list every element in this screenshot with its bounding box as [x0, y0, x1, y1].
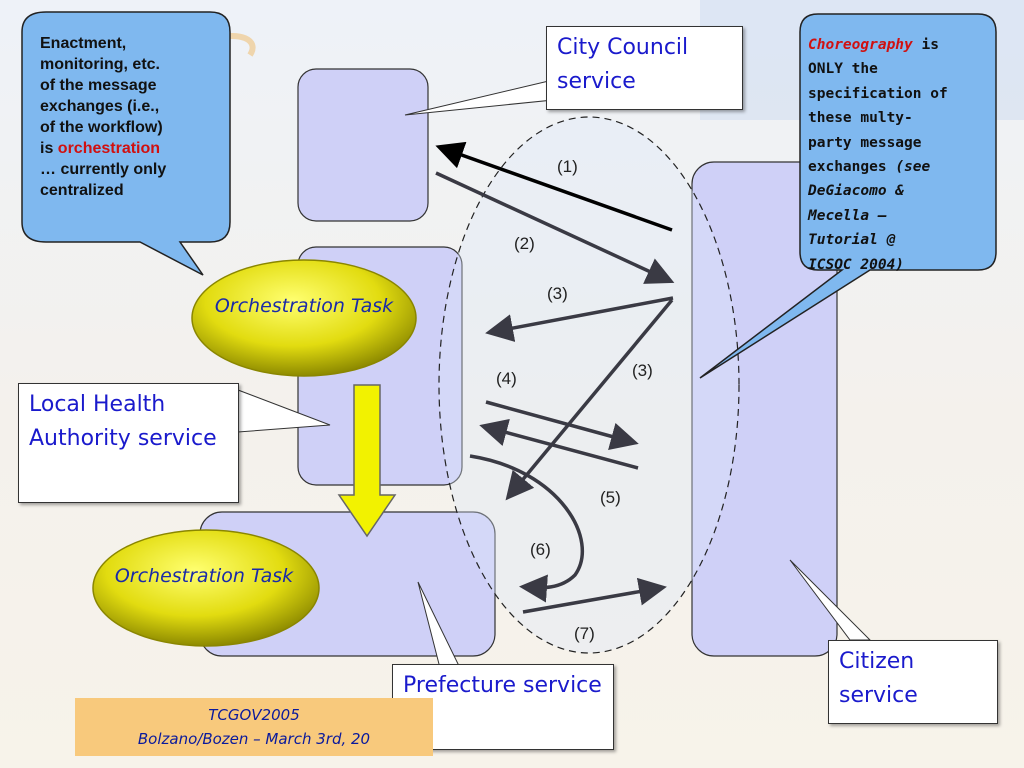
orchestration-task-label-2: Orchestration Task [114, 565, 294, 587]
step-label-6: (6) [530, 540, 551, 559]
choreography-keyword: Choreography [808, 37, 913, 53]
orchestration-task-label-1: Orchestration Task [214, 295, 394, 317]
footer-banner: TCGOV2005 Bolzano/Bozen – March 3rd, 20 [75, 698, 433, 756]
callout-line: of the workflow) [40, 119, 163, 136]
step-label-7: (7) [574, 624, 595, 643]
callout-line: of the message [40, 77, 157, 94]
callout-line: Choreography is [808, 33, 993, 57]
local-health-label: Local Health Authority service [18, 383, 239, 503]
footer-conference: TCGOV2005 [208, 706, 300, 724]
citizen-label: Citizen service [828, 640, 998, 724]
callout-line: Tutorial @ [808, 232, 896, 249]
arrow-1 [435, 141, 673, 232]
choreography-ellipse [438, 116, 740, 654]
step-label-3b: (3) [632, 361, 653, 380]
message-arrows [435, 141, 675, 614]
arrow-4b [479, 418, 639, 470]
callout-line: specification of [808, 85, 948, 102]
arrow-2 [435, 171, 675, 284]
callout-line: these multy- [808, 110, 913, 127]
callout-line: monitoring, etc. [40, 56, 160, 73]
callout-text: is [40, 140, 54, 157]
city-council-box [297, 68, 429, 222]
choreography-callout: Choreography is ONLY the specification o… [808, 33, 993, 277]
callout-line: is orchestration [40, 138, 225, 159]
right-callout-bubble [699, 13, 997, 379]
arrow-4a [485, 400, 639, 450]
orchestration-task-ellipse-1 [191, 259, 417, 377]
callout-text: exchanges [808, 159, 887, 176]
arrow-3b [505, 298, 674, 501]
callout-text: (see [895, 159, 931, 176]
callout-line: … currently only [40, 161, 167, 178]
callout-text: is [921, 37, 939, 53]
callout-line: party message [808, 134, 922, 151]
callout-line: centralized [40, 182, 124, 199]
callout-line: Enactment, [40, 35, 127, 52]
orchestration-keyword: orchestration [57, 140, 161, 157]
arrow-6 [469, 454, 585, 603]
city-council-label: City Council service [546, 26, 743, 110]
step-label-2: (2) [514, 234, 535, 253]
callout-line: exchanges (see [808, 155, 993, 179]
callout-line: exchanges (i.e., [40, 98, 160, 115]
step-label-3a: (3) [547, 284, 568, 303]
step-label-5: (5) [600, 488, 621, 507]
callout-line: ICSOC 2004) [808, 256, 905, 273]
callout-line: Mecella – [808, 207, 887, 224]
step-label-4: (4) [496, 369, 517, 388]
step-label-1: (1) [557, 157, 578, 176]
callout-line: DeGiacomo & [808, 183, 905, 200]
orchestration-callout: Enactment, monitoring, etc. of the messa… [40, 33, 225, 201]
callout-line: ONLY the [808, 61, 878, 78]
arrow-7 [522, 577, 667, 614]
orchestration-task-ellipse-2 [92, 529, 320, 647]
left-callout-bubble [21, 11, 231, 276]
task-flow-arrow [337, 384, 397, 538]
arrow-3a [485, 296, 674, 342]
footer-date: Bolzano/Bozen – March 3rd, 20 [137, 730, 371, 748]
